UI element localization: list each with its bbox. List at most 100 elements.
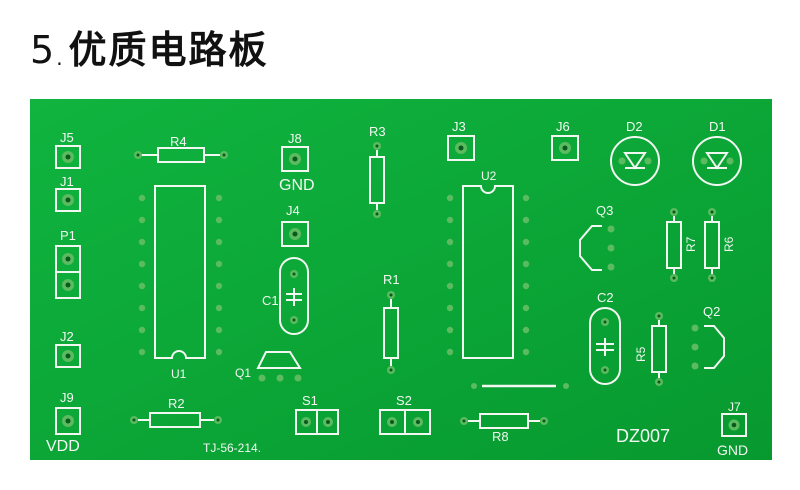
ic-pin-pad — [138, 260, 146, 268]
ic-pin-pad — [446, 216, 454, 224]
svg-text:C1: C1 — [262, 293, 279, 308]
ic-pin-pad — [215, 194, 223, 202]
connector-j7: J7 GND — [717, 400, 748, 458]
svg-text:GND: GND — [279, 177, 315, 194]
ic-pin-pad — [446, 282, 454, 290]
svg-text:J1: J1 — [60, 174, 74, 189]
ic-u1-pins — [138, 194, 223, 356]
ic-u2: U2 — [462, 169, 514, 359]
ic-pin-pad — [446, 326, 454, 334]
ic-pin-pad — [138, 326, 146, 334]
svg-text:U2: U2 — [481, 169, 497, 183]
ic-pin-pad — [215, 326, 223, 334]
ic-pin-pad — [522, 216, 530, 224]
svg-text:R6: R6 — [722, 236, 736, 252]
ic-pin-pad — [215, 238, 223, 246]
led-d1: D1 — [692, 119, 742, 186]
led-d2: D2 — [610, 119, 660, 186]
svg-text:R2: R2 — [168, 396, 185, 411]
resistor-r1: R1 — [383, 272, 400, 374]
title-number: 5 — [30, 28, 55, 72]
page-title: 5.优质电路板 — [30, 26, 269, 82]
ic-pin-pad — [138, 282, 146, 290]
connector-p1: P1 — [55, 228, 81, 299]
resistor-r7: R7 — [666, 208, 698, 282]
ic-pin-pad — [522, 348, 530, 356]
title-separator: . — [56, 46, 63, 70]
ic-pin-pad — [522, 260, 530, 268]
svg-text:J7: J7 — [728, 400, 741, 414]
svg-text:J2: J2 — [60, 329, 74, 344]
svg-text:S2: S2 — [396, 393, 412, 408]
resistor-r2: R2 — [130, 396, 222, 428]
connector-j1: J1 — [55, 174, 81, 212]
connector-j3: J3 — [447, 119, 475, 161]
serial-text: TJ-56-214. — [203, 441, 261, 455]
ic-pin-pad — [446, 194, 454, 202]
ic-pin-pad — [138, 304, 146, 312]
resistor-r3: R3 — [369, 124, 386, 218]
ic-pin-pad — [138, 194, 146, 202]
ic-pin-pad — [522, 326, 530, 334]
ic-pin-pad — [522, 194, 530, 202]
resistor-r6: R6 — [704, 208, 736, 282]
ic-pin-pad — [446, 238, 454, 246]
connector-j9: J9 VDD — [46, 390, 81, 455]
ic-pin-pad — [215, 260, 223, 268]
ic-pin-pad — [215, 216, 223, 224]
ic-pin-pad — [215, 282, 223, 290]
svg-text:R3: R3 — [369, 124, 386, 139]
svg-text:J3: J3 — [452, 119, 466, 134]
svg-text:R7: R7 — [684, 236, 698, 252]
ic-pin-pad — [138, 216, 146, 224]
svg-text:S1: S1 — [302, 393, 318, 408]
ic-pin-pad — [522, 282, 530, 290]
switch-s2: S2 — [379, 393, 431, 435]
resistor-r5: R5 — [634, 312, 667, 386]
ic-pin-pad — [138, 348, 146, 356]
connector-j4: J4 — [281, 203, 309, 247]
svg-text:Q3: Q3 — [596, 203, 613, 218]
title-text: 优质电路板 — [68, 28, 269, 72]
connector-j8: J8 GND — [279, 131, 315, 194]
svg-text:J6: J6 — [556, 119, 570, 134]
capacitor-c2: C2 — [589, 290, 621, 385]
svg-text:J4: J4 — [286, 203, 300, 218]
connector-j2: J2 — [55, 329, 81, 368]
transistor-q1: Q1 — [235, 351, 302, 382]
ic-pin-pad — [446, 348, 454, 356]
svg-text:D2: D2 — [626, 119, 643, 134]
connector-j6: J6 — [551, 119, 579, 161]
connector-j5: J5 — [55, 130, 81, 169]
transistor-q2: Q2 — [691, 304, 725, 370]
ic-pin-pad — [138, 238, 146, 246]
svg-text:VDD: VDD — [46, 438, 80, 455]
svg-text:Q2: Q2 — [703, 304, 720, 319]
svg-text:J5: J5 — [60, 130, 74, 145]
resistor-r8: R8 — [460, 413, 548, 444]
svg-text:P1: P1 — [60, 228, 76, 243]
resistor-r4: R4 — [134, 134, 228, 163]
ic-pin-pad — [215, 304, 223, 312]
board-id-text: DZ007 — [616, 426, 670, 446]
ic-pin-pad — [522, 304, 530, 312]
capacitor-c1: C1 — [262, 257, 309, 335]
ic-pin-pad — [446, 260, 454, 268]
svg-text:C2: C2 — [597, 290, 614, 305]
transistor-q3: Q3 — [579, 203, 615, 271]
svg-text:J9: J9 — [60, 390, 74, 405]
svg-text:R1: R1 — [383, 272, 400, 287]
svg-text:U1: U1 — [171, 367, 187, 381]
switch-s1: S1 — [295, 393, 339, 435]
svg-text:D1: D1 — [709, 119, 726, 134]
svg-text:R5: R5 — [634, 346, 648, 362]
ic-u2-pins — [446, 194, 530, 356]
svg-text:R4: R4 — [170, 134, 187, 149]
svg-text:GND: GND — [717, 442, 748, 458]
svg-text:Q1: Q1 — [235, 366, 251, 380]
svg-text:J8: J8 — [288, 131, 302, 146]
ic-pin-pad — [215, 348, 223, 356]
ic-pin-pad — [446, 304, 454, 312]
ic-pin-pad — [522, 238, 530, 246]
